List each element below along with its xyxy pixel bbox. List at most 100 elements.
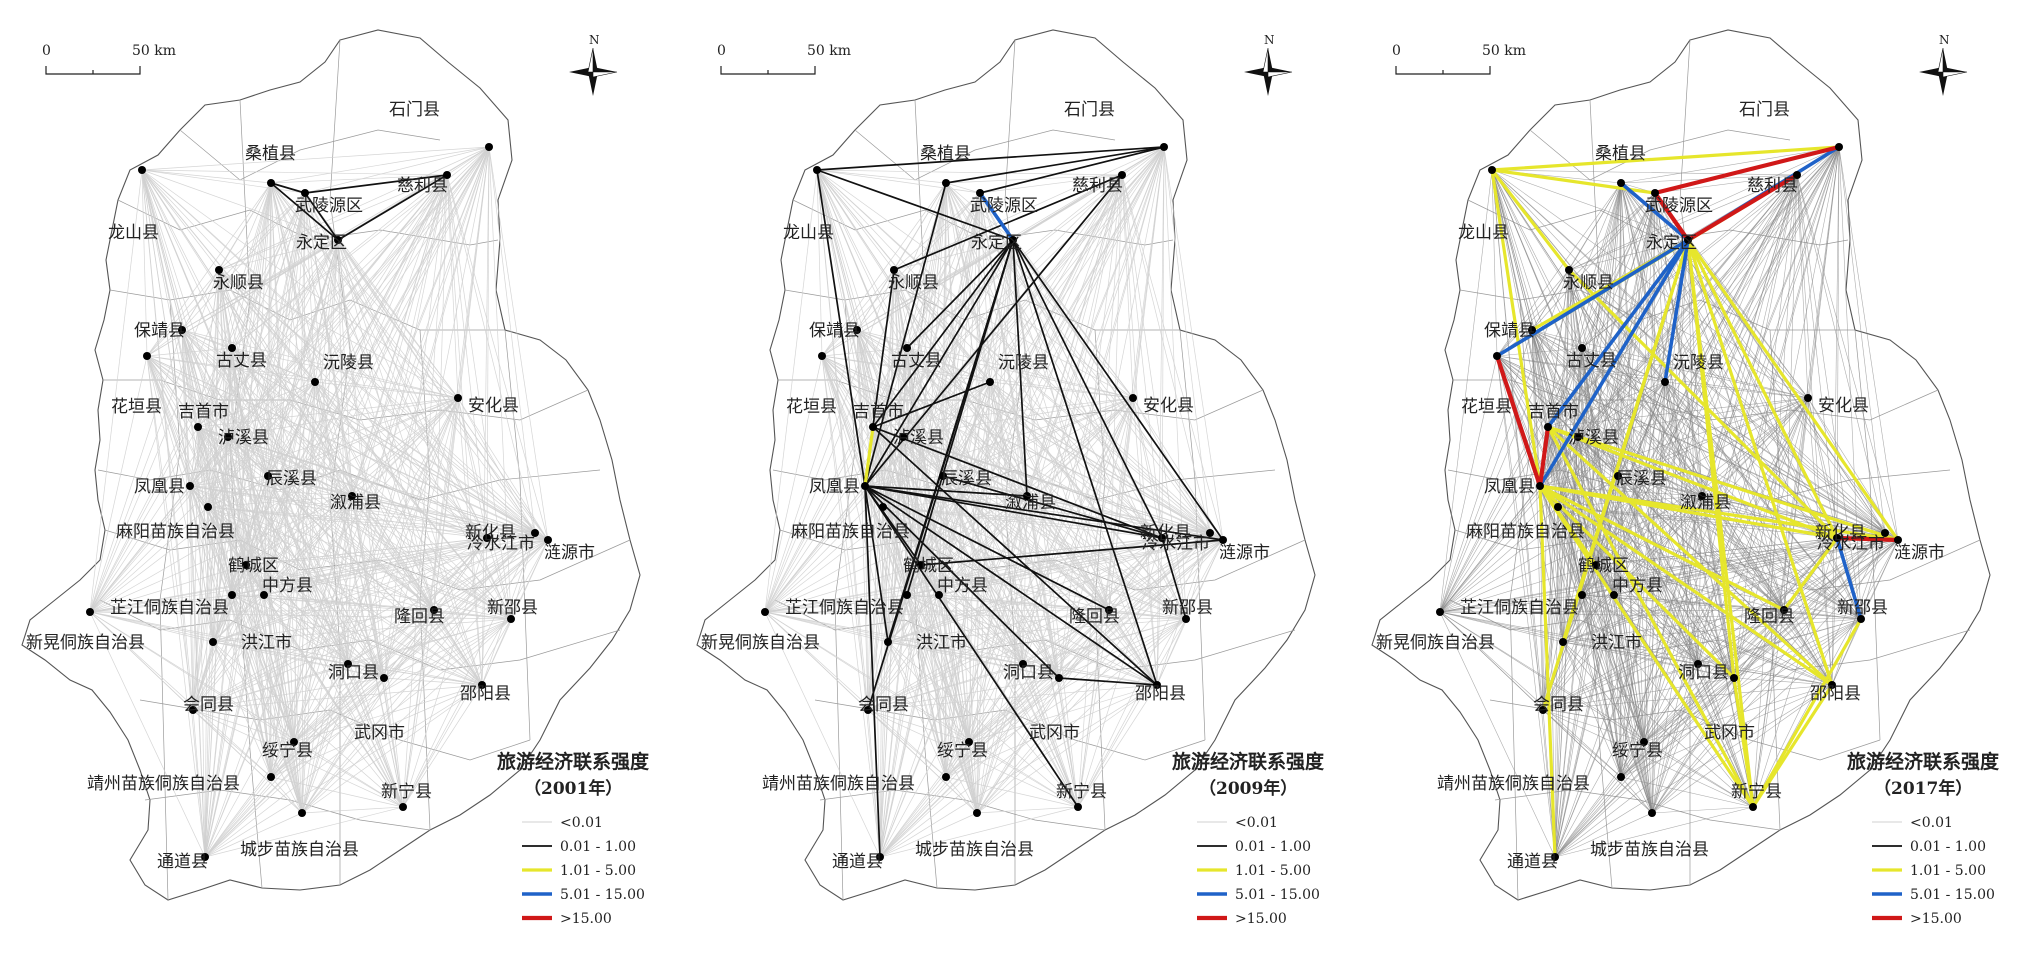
link-weak [270,609,435,778]
link-weak [1022,174,1123,665]
link-weak [1132,397,1224,541]
link-weak [989,381,1024,665]
link-weak [189,485,233,596]
link-weak [1439,611,1754,808]
link-weak [231,594,512,620]
link-weak [1554,532,1886,858]
link-weak [181,269,220,331]
link-weak [89,239,339,613]
county-label: 桑植县 [1595,144,1646,164]
county-point [1206,529,1214,537]
link-weak [218,269,483,686]
link-weak [893,269,1028,497]
link-weak [1439,174,1798,613]
link-weak [872,397,1134,428]
link-weak [942,381,991,477]
links-weak [89,146,549,858]
county-label: 龙山县 [108,223,159,243]
county-point [1105,606,1113,614]
link-weak [227,397,459,438]
link-weak [204,641,214,858]
link-weak [207,506,549,541]
county-label: 花垣县 [1461,397,1512,417]
link-weak [879,594,908,858]
link-weak [141,169,229,438]
legend-label: <0.01 [1235,815,1278,831]
link-weak [856,329,991,383]
link-weak [945,609,1110,778]
county-label: 绥宁县 [1612,741,1663,761]
link-weak [218,269,536,534]
county-boundary [97,469,601,501]
county-label: 泸溪县 [1568,428,1619,448]
county-point [1833,534,1841,542]
link-weak [906,532,1211,596]
link-weak [267,397,459,477]
link-weak [816,169,1134,399]
link-weak [945,182,1163,539]
county-label: 永顺县 [1563,273,1614,293]
county-point [973,809,981,817]
county-label: 武冈市 [1704,723,1755,743]
link-weak [89,506,209,613]
link-weak [351,495,483,686]
link-weak [1542,684,1833,711]
link-weak [383,618,512,679]
legend-title: 旅游经济联系强度 [497,750,650,773]
link-weak [192,709,295,743]
link-weak [212,641,404,808]
county-label: 武冈市 [1029,723,1080,743]
link-weak [1439,506,1559,613]
link-weak [1496,355,1785,611]
link-weak [1581,239,1689,349]
link-weak [446,174,536,534]
county-point [942,773,950,781]
link-weak [1557,506,1899,541]
link-weak [89,611,404,808]
link-weak [902,436,1110,611]
link-weak [1022,609,1110,665]
county-label: 冷水江市 [1142,534,1210,554]
link-weak [189,485,353,497]
county-point [344,660,352,668]
county-point [1648,809,1656,817]
link-weak [856,329,1028,497]
county-label: 溆浦县 [330,493,381,513]
link-weak [1077,539,1224,808]
link-weak [204,618,512,858]
link-weak [1620,182,1785,611]
link-weak [976,618,1187,814]
link-weak [263,594,435,611]
link-weak [263,594,385,679]
link-weak [197,426,209,508]
link-weak [902,436,1224,541]
link-weak [887,641,947,778]
link-weak [1012,239,1134,399]
link-weak [764,611,1024,665]
link-weak [204,741,295,858]
county-label: 安化县 [1818,396,1869,416]
county-boundary [504,329,531,741]
link-weak [189,485,435,611]
link-weak [227,436,488,539]
county-boundary [814,699,1206,761]
county-label: 城步苗族自治县 [915,840,1034,860]
link-weak [1439,329,1533,613]
legend-label: <0.01 [560,815,603,831]
link-weak [146,355,488,539]
link-weak [231,347,316,383]
link-weak [902,436,908,596]
link-weak [879,776,947,858]
link-weak [976,806,1079,814]
county-point [917,561,925,569]
county-label: 绥宁县 [262,741,313,761]
link-weak [882,506,908,596]
link-weak [263,594,272,778]
county-label: 武陵源区 [970,196,1038,216]
link-weak [383,677,483,686]
link-weak [821,355,1187,620]
links-black [270,174,448,241]
county-points: 石门县桑植县武陵源区慈利县龙山县永定区永顺县保靖县古丈县沅陵县花垣县吉首市安化县… [1376,100,1945,872]
county-point [1698,492,1706,500]
county-label: 新化县 [1140,523,1191,543]
